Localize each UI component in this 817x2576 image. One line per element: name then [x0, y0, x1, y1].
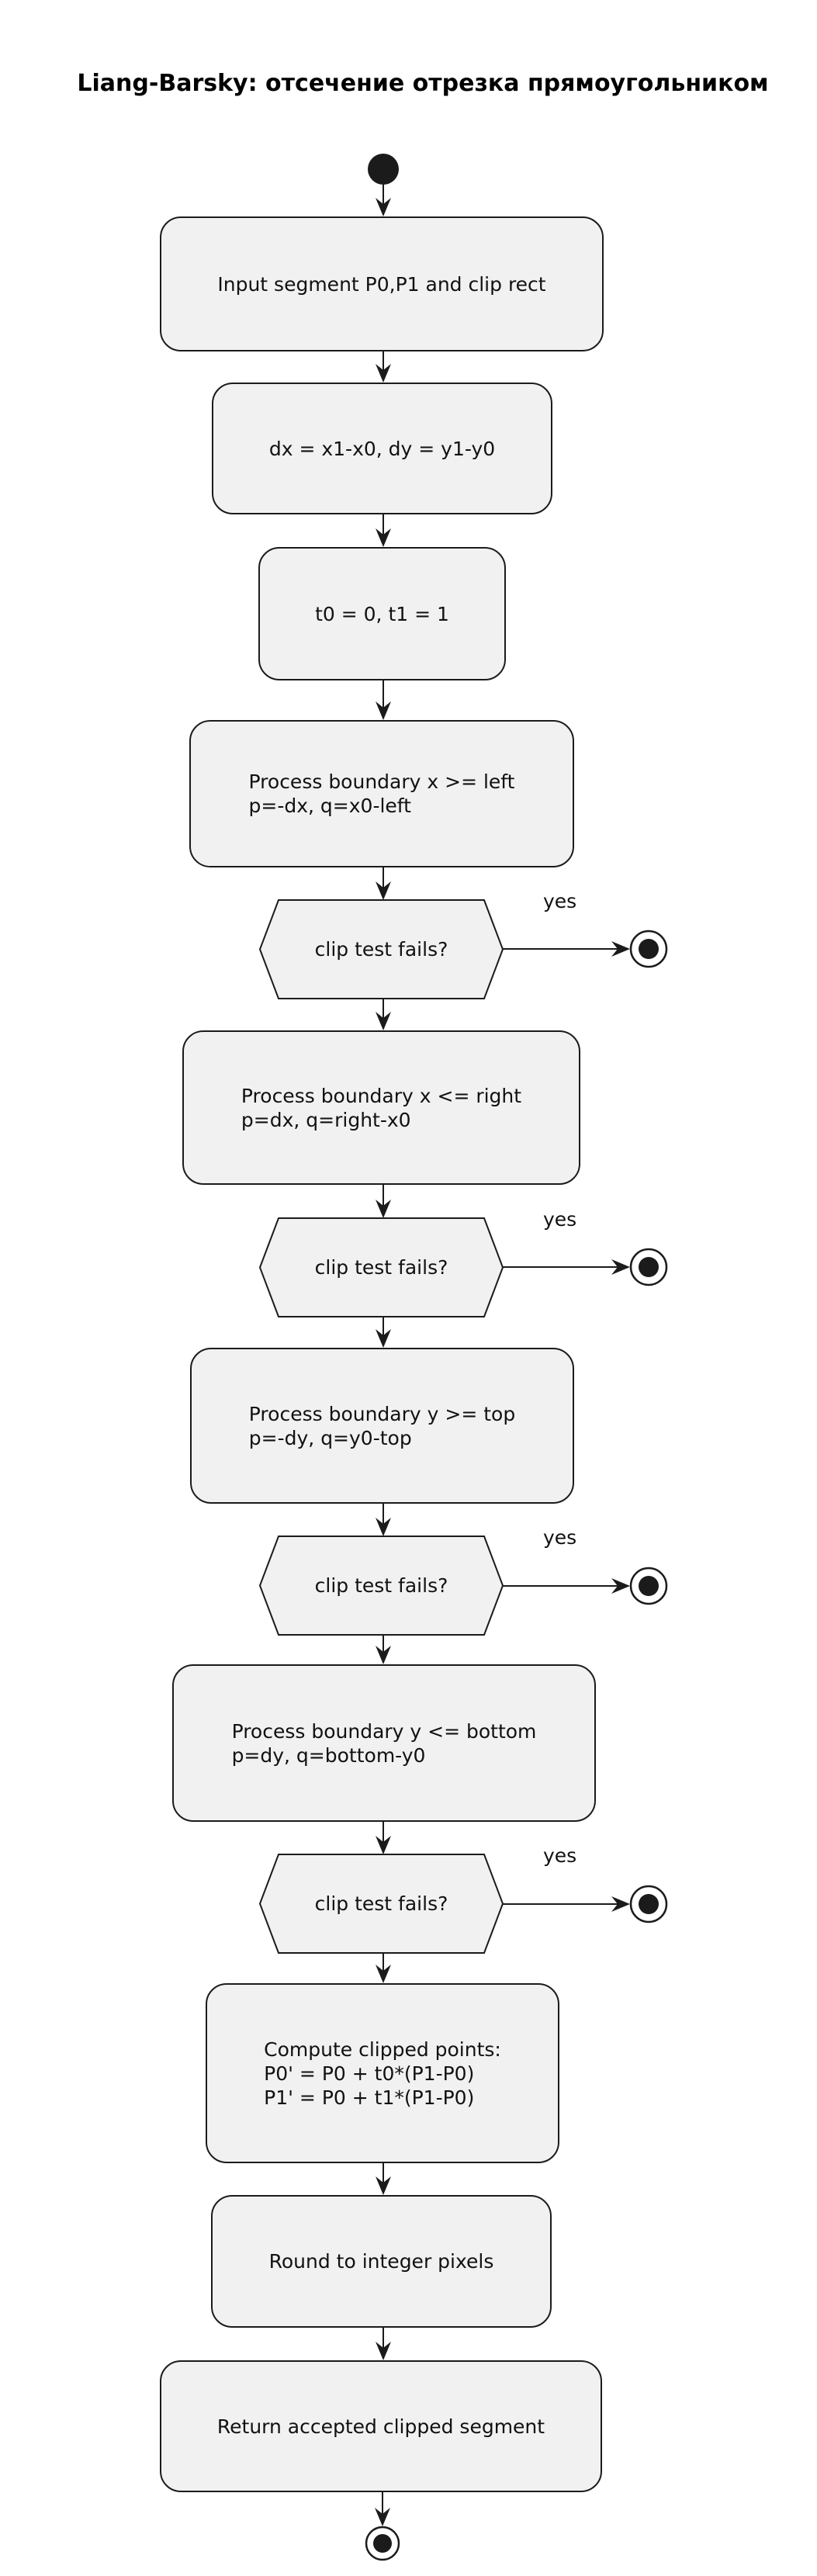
activity-boundary-right: Process boundary x <= right p=dx, q=righ…: [182, 1030, 580, 1185]
activity-boundary-top: Process boundary y >= top p=-dy, q=y0-to…: [190, 1348, 574, 1504]
activity-label-line: Process boundary x <= right: [241, 1084, 522, 1107]
activity-boundary-left: Process boundary x >= left p=-dx, q=x0-l…: [189, 720, 574, 867]
branch-label-yes-1: yes: [543, 890, 577, 912]
activity-label-line: Process boundary y <= bottom: [231, 1719, 537, 1743]
diagram-title: Liang-Barsky: отсечение отрезка прямоуго…: [77, 70, 769, 97]
branch-label-yes-3: yes: [543, 1526, 577, 1549]
activity-label-line: p=dy, q=bottom-y0: [231, 1743, 426, 1767]
activity-deltas: dx = x1-x0, dy = y1-y0: [212, 383, 552, 514]
decision-label-1: clip test fails?: [314, 938, 448, 961]
end-node-2: [629, 1248, 668, 1286]
branch-label-yes-4: yes: [543, 1844, 577, 1867]
decision-label-4: clip test fails?: [314, 1892, 448, 1915]
activity-label-line: Process boundary y >= top: [248, 1402, 516, 1425]
decision-hexagon-3: [258, 1536, 504, 1636]
activity-round-pixels: Round to integer pixels: [211, 2195, 552, 2328]
branch-arrows: [503, 941, 630, 1912]
activity-label-line: P1' = P0 + t1*(P1-P0): [264, 2086, 475, 2109]
branch-label-yes-2: yes: [543, 1208, 577, 1231]
end-node-3: [629, 1567, 668, 1605]
activity-label: t0 = 0, t1 = 1: [315, 602, 449, 625]
activity-init-t: t0 = 0, t1 = 1: [258, 547, 506, 680]
start-node: [368, 154, 399, 185]
activity-label-line: Process boundary x >= left: [248, 770, 515, 793]
activity-label: Return accepted clipped segment: [216, 2415, 545, 2438]
decision-label-3: clip test fails?: [314, 1574, 448, 1597]
decision-hexagon-4: [258, 1854, 504, 1954]
end-node-1: [629, 930, 668, 968]
activity-input-segment: Input segment P0,P1 and clip rect: [160, 216, 604, 351]
end-node-4: [629, 1885, 668, 1923]
activity-label-line: Compute clipped points:: [264, 2038, 501, 2061]
final-end-node: [365, 2526, 400, 2561]
activity-label-line: p=-dy, q=y0-top: [248, 1426, 412, 1449]
activity-label-line: p=dx, q=right-x0: [241, 1108, 411, 1131]
activity-label: dx = x1-x0, dy = y1-y0: [268, 437, 496, 460]
activity-return-segment: Return accepted clipped segment: [160, 2360, 602, 2492]
activity-compute-points: Compute clipped points: P0' = P0 + t0*(P…: [206, 1983, 559, 2163]
decision-hexagon-2: [258, 1217, 504, 1317]
flow-arrows: [375, 185, 391, 2526]
activity-label-line: P0' = P0 + t0*(P1-P0): [264, 2062, 475, 2085]
decision-hexagon-1: [258, 899, 504, 999]
activity-label: Round to integer pixels: [268, 2250, 494, 2273]
activity-label-line: p=-dx, q=x0-left: [248, 795, 411, 817]
activity-boundary-bottom: Process boundary y <= bottom p=dy, q=bot…: [172, 1664, 596, 1822]
activity-label: Input segment P0,P1 and clip rect: [217, 272, 546, 296]
decision-label-2: clip test fails?: [314, 1256, 448, 1279]
